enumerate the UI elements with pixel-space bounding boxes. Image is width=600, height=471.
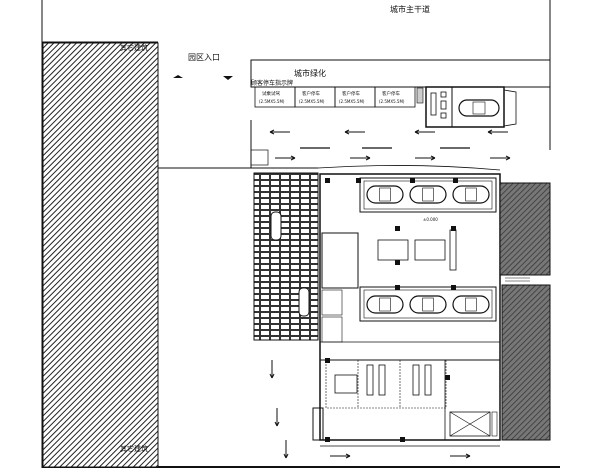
parking-space-label: 客户停车 [302, 90, 320, 97]
car-roof [465, 297, 477, 312]
freight-elevator [449, 411, 498, 437]
lane-arrow-right-icon [330, 453, 351, 459]
lane-arrow-right-icon [490, 155, 511, 161]
car-body [409, 185, 447, 204]
car-icon [366, 185, 404, 204]
car-body [366, 185, 404, 204]
column [451, 285, 456, 290]
other-building-top-label: 其它建筑 [120, 43, 148, 52]
column [356, 178, 361, 183]
column [325, 437, 330, 442]
gate-building [425, 86, 517, 128]
column [445, 375, 450, 380]
car-icon [409, 295, 447, 314]
showroom-cars [366, 99, 500, 314]
column [395, 285, 400, 290]
lane-arrow-down-icon [283, 440, 289, 459]
structural-columns [325, 178, 458, 442]
entrance-arrow-left-icon [173, 75, 183, 78]
column [410, 178, 415, 183]
parking-bays: 试乘试驾 (2.5MX5.5M) 客户停车 (2.5MX5.5M) 客户停车 (… [254, 86, 424, 108]
car-body [452, 185, 490, 204]
car-icon [458, 99, 500, 117]
adjacent-building-upper [499, 182, 551, 276]
lane-arrow-left-icon [487, 129, 508, 135]
entrance-arrow-right-icon [223, 76, 233, 80]
main-road-label: 城市主干道 [390, 4, 430, 14]
road-markings [269, 129, 511, 459]
paved-parked-cars [270, 211, 310, 317]
other-building-bottom-label: 其它建筑 [120, 444, 148, 453]
car-icon [366, 295, 404, 314]
column [453, 178, 458, 183]
main-building [312, 165, 501, 447]
lane-arrow-right-icon [275, 155, 296, 161]
column [325, 178, 330, 183]
lane-arrow-right-icon [450, 453, 471, 459]
parking-space-label: 客户停车 [382, 90, 400, 97]
lane-arrow-down-icon [274, 408, 280, 427]
elevation-mark: ±0.000 [423, 217, 438, 222]
parking-space-label: 试乘试驾 [262, 90, 280, 97]
column [451, 226, 456, 231]
parking-space: 客户停车 (2.5MX5.5M) [374, 86, 416, 108]
parking-space: 试乘试驾 (2.5MX5.5M) [254, 86, 296, 108]
car-icon [409, 185, 447, 204]
parking-space: 客户停车 (2.5MX5.5M) [294, 86, 336, 108]
car-body [409, 295, 447, 314]
lane-arrow-right-icon [350, 155, 371, 161]
stairs [505, 274, 530, 282]
parking-space-size: (2.5MX5.5M) [379, 99, 405, 104]
parking-space-label: 客户停车 [342, 90, 360, 97]
guard-box [250, 149, 269, 166]
car-roof [422, 297, 434, 312]
other-building-left [42, 42, 159, 468]
lane-arrow-down-icon [269, 360, 275, 379]
lane-arrow-left-icon [344, 129, 365, 135]
column [395, 226, 400, 231]
car-roof [379, 187, 391, 202]
column [325, 358, 330, 363]
city-green-label: 城市绿化 [294, 68, 326, 78]
car-roof [422, 187, 434, 202]
car-roof [472, 101, 486, 115]
car-roof [379, 297, 391, 312]
parking-space-size: (2.5MX5.5M) [259, 99, 285, 104]
lane-arrow-right-icon [415, 155, 436, 161]
lane-arrow-left-icon [414, 129, 435, 135]
car-body [452, 295, 490, 314]
column [400, 437, 405, 442]
adjacent-building-lower [501, 284, 551, 441]
lane-arrow-left-icon [269, 129, 290, 135]
car-roof [465, 187, 477, 202]
parking-sign-label: 顾客停车指示牌 [251, 79, 293, 87]
car-icon [452, 185, 490, 204]
car-body [458, 99, 500, 117]
parking-space-size: (2.5MX5.5M) [339, 99, 365, 104]
car-icon [452, 295, 490, 314]
car-body [366, 295, 404, 314]
sign-post [416, 87, 424, 104]
parking-space-size: (2.5MX5.5M) [299, 99, 325, 104]
parking-space: 客户停车 (2.5MX5.5M) [334, 86, 376, 108]
column [395, 260, 400, 265]
park-entrance-label: 园区入口 [188, 53, 220, 62]
